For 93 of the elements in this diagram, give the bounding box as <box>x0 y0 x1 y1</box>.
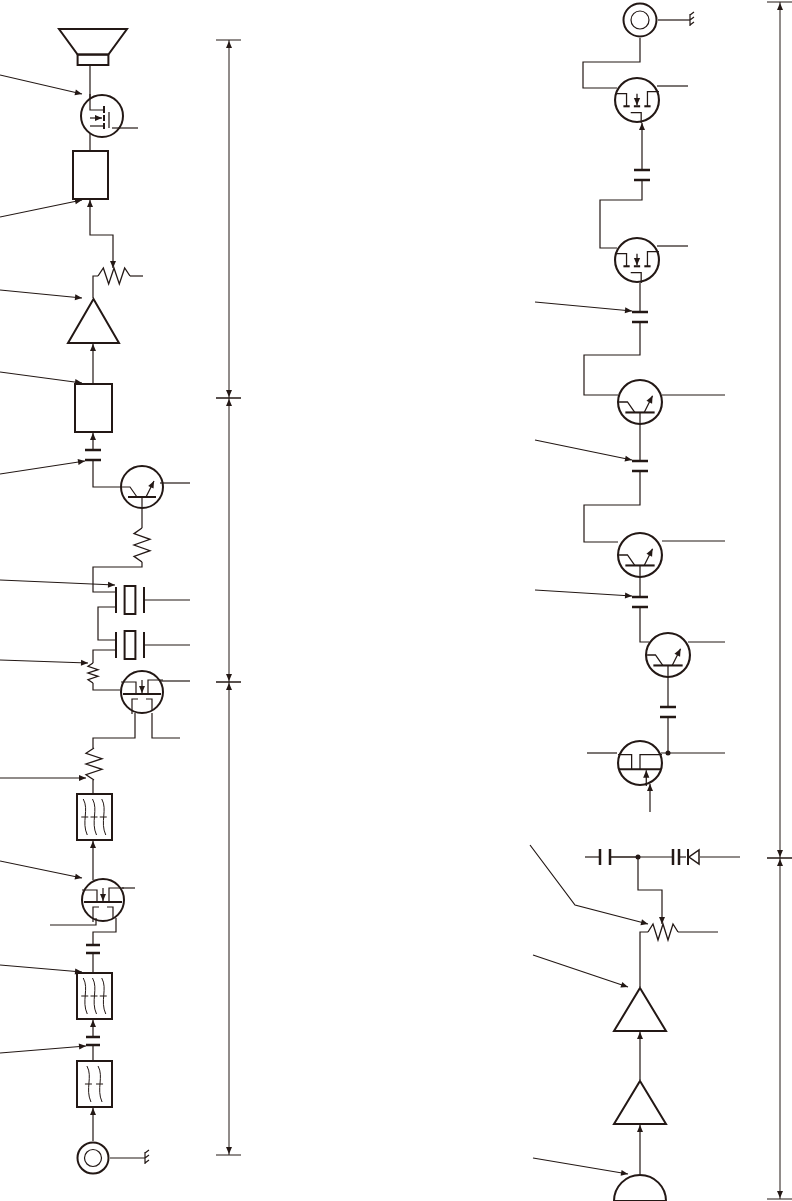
arrow <box>90 1107 96 1142</box>
wire <box>639 607 650 643</box>
wire <box>89 133 91 151</box>
arrow <box>610 856 665 925</box>
wire <box>639 931 649 988</box>
wire <box>92 779 94 794</box>
leader-arrow <box>0 1043 87 1054</box>
filter-symbol <box>76 793 113 841</box>
amplifier-symbol <box>613 987 667 1032</box>
capacitor-symbol <box>86 1036 100 1046</box>
connector-symbol <box>622 2 658 38</box>
block-box <box>74 383 113 433</box>
amplifier-symbol <box>67 298 120 344</box>
connector-symbol <box>76 1141 110 1175</box>
arrow <box>90 432 96 450</box>
capacitor-symbol <box>86 944 100 954</box>
transistor-symbol <box>120 670 164 714</box>
resistor-symbol <box>88 663 98 683</box>
resistor-symbol <box>134 528 150 562</box>
arrow <box>90 343 96 384</box>
resistor-symbol <box>648 924 678 940</box>
arrow <box>87 199 116 269</box>
leader-arrow <box>0 371 83 386</box>
leader-arrow <box>529 844 649 926</box>
crystal-symbol <box>115 585 145 615</box>
capacitor-symbol <box>632 460 648 472</box>
leader-arrow <box>534 439 633 462</box>
microphone-symbol <box>613 1174 667 1201</box>
capacitor-symbol <box>672 849 680 865</box>
block-box <box>72 150 109 200</box>
resistor-symbol <box>86 748 102 780</box>
wire <box>582 37 641 89</box>
wire <box>97 606 116 641</box>
leader-arrow <box>532 1157 629 1176</box>
transistor-symbol <box>80 94 124 138</box>
wire <box>92 917 117 945</box>
wire <box>92 649 116 664</box>
leader-arrow <box>0 775 87 781</box>
wire <box>667 677 669 707</box>
arrow <box>637 1124 643 1175</box>
transistor-symbol <box>617 740 663 786</box>
wire <box>92 561 143 593</box>
arrow <box>637 1031 643 1081</box>
filter-symbol <box>76 972 113 1020</box>
capacitor-symbol <box>660 706 676 718</box>
leader-arrow <box>0 964 83 975</box>
wire <box>92 1045 94 1061</box>
diode-symbol <box>686 849 700 865</box>
leader-arrow <box>534 301 633 314</box>
capacitor-symbol <box>632 596 648 608</box>
wire <box>92 460 121 488</box>
leader-arrow <box>0 459 86 475</box>
wire <box>599 180 643 249</box>
capacitor-symbol <box>85 449 101 461</box>
resistor-symbol <box>98 268 130 284</box>
capacitor-symbol <box>634 169 650 181</box>
wire <box>92 275 99 299</box>
wire <box>583 322 641 396</box>
arrow <box>90 1019 96 1037</box>
crystal-symbol <box>115 630 145 660</box>
wire <box>92 682 121 691</box>
capacitor-symbol <box>599 849 611 865</box>
arrow <box>90 840 96 881</box>
wire <box>639 424 641 461</box>
speaker-symbol <box>58 28 128 66</box>
transistor-symbol <box>617 532 663 578</box>
filter-symbol <box>76 1060 113 1108</box>
wire <box>639 282 641 312</box>
wire <box>141 508 143 529</box>
leader-arrow <box>0 289 83 301</box>
leader-arrow <box>0 860 83 880</box>
leader-arrow <box>534 589 633 599</box>
leader-arrow <box>0 659 89 666</box>
wire <box>660 717 669 754</box>
transistor-symbol <box>120 465 164 509</box>
wire <box>92 712 136 749</box>
transistor-symbol <box>614 77 660 123</box>
transistor-symbol <box>81 878 125 922</box>
transistor-symbol <box>617 379 663 425</box>
arrow <box>639 122 645 170</box>
leader-arrow <box>647 783 653 813</box>
leader-arrow <box>0 198 83 218</box>
transistor-symbol <box>645 632 691 678</box>
wire <box>583 471 641 543</box>
leader-arrow <box>532 954 629 988</box>
capacitor-symbol <box>632 311 648 323</box>
wire <box>92 953 94 973</box>
wire <box>639 577 641 597</box>
leader-arrow <box>0 74 83 96</box>
transistor-symbol <box>614 237 660 283</box>
wire <box>679 856 687 858</box>
leader-arrow <box>0 579 116 588</box>
amplifier-symbol <box>613 1080 667 1125</box>
